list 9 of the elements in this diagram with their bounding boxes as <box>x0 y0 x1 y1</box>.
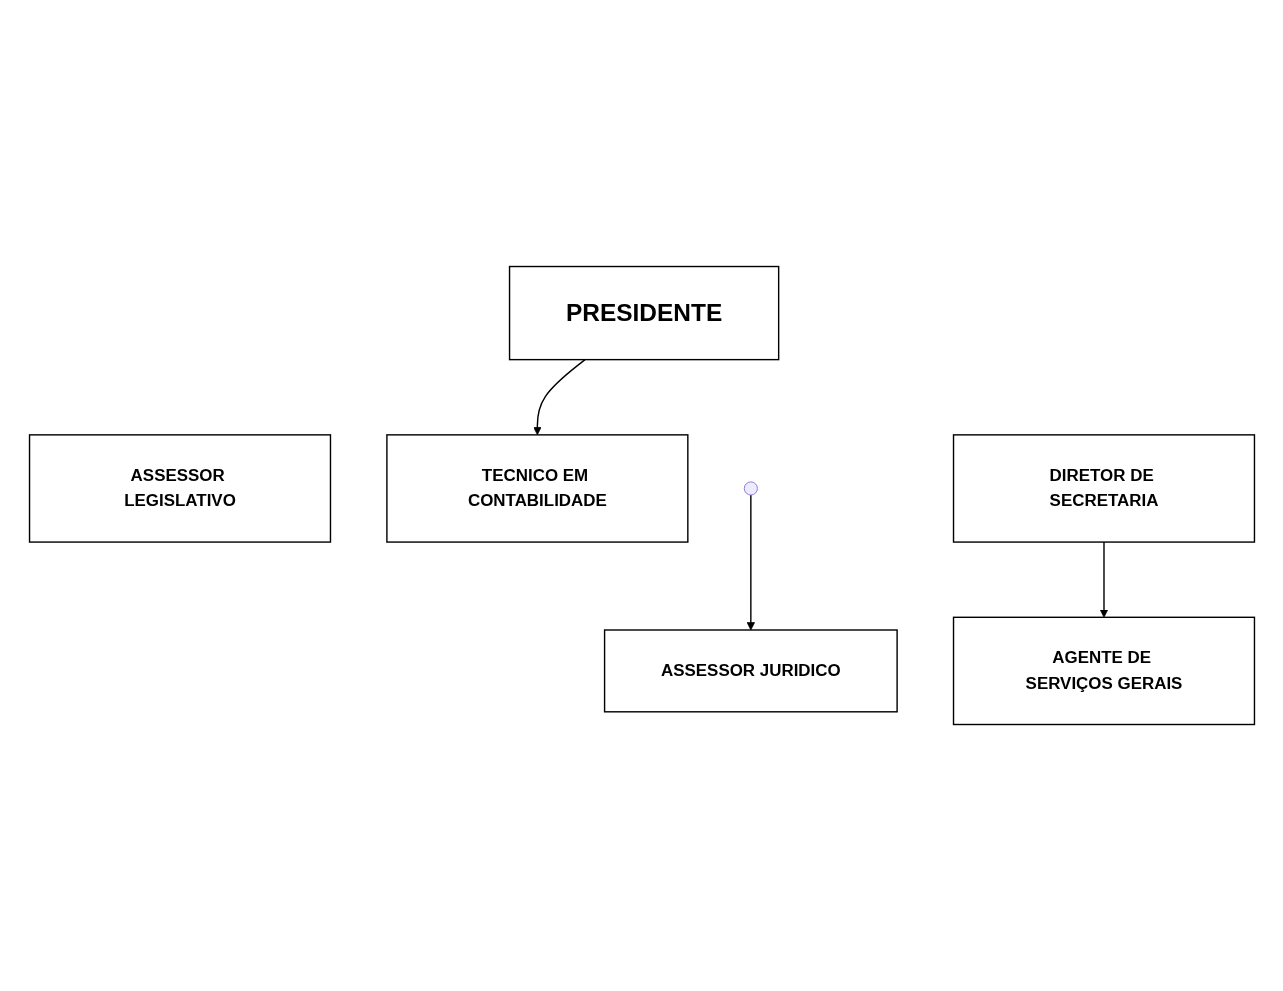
node-box: AGENTE DE SERVIÇOS GERAIS <box>952 616 1255 726</box>
arrow <box>1099 541 1108 618</box>
arrow <box>532 358 586 436</box>
node-box: DIRETOR DE SECRETARIA <box>952 434 1255 543</box>
arrow <box>746 494 755 631</box>
node-box: PRESIDENTE <box>508 265 779 361</box>
node-box: ASSESSOR JURIDICO <box>603 629 898 713</box>
node-box: ASSESSOR LEGISLATIVO <box>28 434 331 543</box>
node-box: TECNICO EM CONTABILIDADE <box>385 434 689 543</box>
